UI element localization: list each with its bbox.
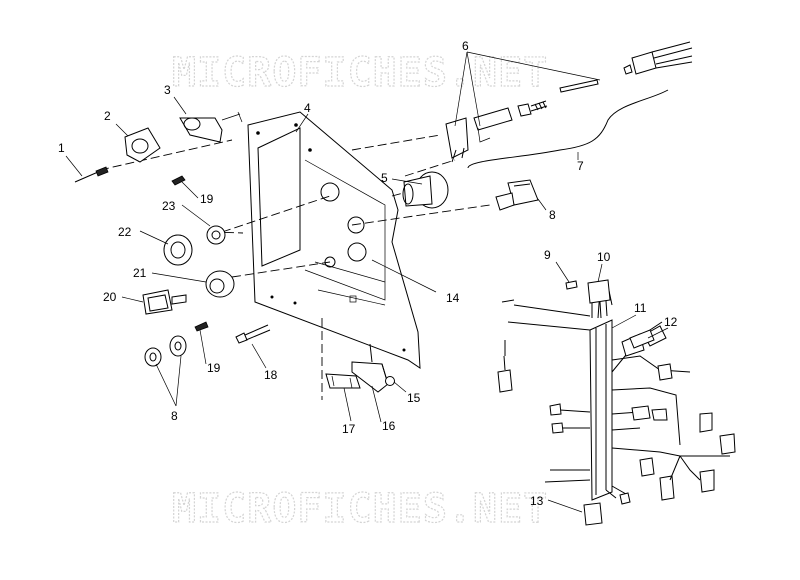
callout-13: 13	[530, 494, 544, 508]
leader-lines	[65, 51, 669, 513]
part-1-screw	[74, 166, 109, 183]
part-6-assembly	[445, 41, 693, 163]
callout-7: 7	[577, 159, 584, 173]
callout-6: 6	[462, 39, 469, 53]
part-20-key	[142, 289, 187, 315]
part-3-bracket	[179, 111, 243, 143]
callout-19-upper: 19	[200, 192, 214, 206]
callout-12: 12	[664, 315, 678, 329]
part-5-socket	[402, 171, 449, 209]
callout-14: 14	[446, 291, 460, 305]
callout-15: 15	[407, 391, 421, 405]
callout-17: 17	[342, 422, 356, 436]
callout-18: 18	[264, 368, 278, 382]
part-17-plate	[325, 373, 361, 389]
callout-19-lower: 19	[207, 361, 221, 375]
part-15-nut	[385, 376, 395, 386]
callout-16: 16	[382, 419, 396, 433]
callout-8-upper: 8	[549, 208, 556, 222]
part-19-screw-upper	[171, 175, 186, 186]
callout-23: 23	[162, 199, 176, 213]
callout-1: 1	[58, 141, 65, 155]
watermark-top: MICROFICHES.NET	[172, 50, 548, 96]
part-8-toggle-switch	[495, 179, 539, 211]
callout-8-lower: 8	[171, 409, 178, 423]
part-12-connector	[629, 329, 655, 349]
part-18-bolt	[235, 324, 271, 344]
callout-7-brace	[467, 89, 669, 169]
part-8-switch-ring	[144, 335, 187, 367]
part-10-relay	[587, 279, 611, 319]
callout-10: 10	[597, 250, 611, 264]
callout-3: 3	[164, 83, 171, 97]
part-22-knurled-nut	[163, 234, 193, 266]
part-2-bezel	[124, 127, 161, 163]
callout-20: 20	[103, 290, 117, 304]
part-9-fuse	[565, 280, 578, 290]
watermark-bottom: MICROFICHES.NET	[172, 486, 548, 532]
part-11-wiring-harness	[497, 285, 736, 526]
callout-22: 22	[118, 225, 132, 239]
callout-5: 5	[381, 171, 388, 185]
dash-panel	[247, 111, 421, 369]
part-21-nut	[205, 270, 235, 298]
part-19-screw-lower	[194, 321, 209, 332]
part-23-washer	[206, 225, 226, 245]
assembly-lines	[99, 134, 491, 400]
callout-11: 11	[634, 301, 647, 315]
callout-9: 9	[544, 248, 551, 262]
callout-4: 4	[304, 101, 311, 115]
callout-21: 21	[133, 266, 147, 280]
callout-2: 2	[104, 109, 111, 123]
